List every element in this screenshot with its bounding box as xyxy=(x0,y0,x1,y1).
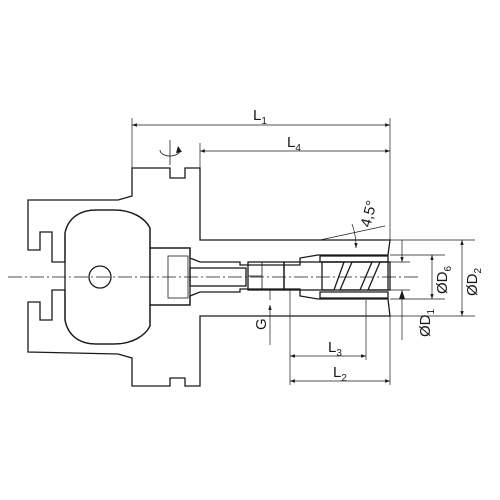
label-g: G xyxy=(253,318,270,330)
dimension-l2: L2 xyxy=(290,316,391,385)
spiral-grooves xyxy=(319,255,389,299)
coolant-tube xyxy=(149,247,191,306)
dimension-angle: 4,5° xyxy=(319,199,386,249)
dimension-l3: L3 xyxy=(289,290,367,385)
dimension-l4: L4 xyxy=(199,134,390,168)
holder-body-upper xyxy=(27,167,391,266)
tool-holder-section xyxy=(27,167,391,387)
dimension-d2: ØD2 xyxy=(390,239,484,317)
label-l4: L4 xyxy=(287,134,301,154)
set-screw-thread xyxy=(261,261,285,291)
label-angle: 4,5° xyxy=(357,199,380,229)
label-l1: L1 xyxy=(253,107,267,127)
label-l2: L2 xyxy=(333,364,347,384)
label-d2: ØD2 xyxy=(464,268,484,297)
coolant-hole xyxy=(88,265,112,289)
dimension-g: G xyxy=(253,290,272,345)
dimension-d1: ØD1 xyxy=(390,240,437,340)
label-d6: ØD6 xyxy=(434,266,454,295)
label-l3: L3 xyxy=(328,339,342,359)
rotation-arrow-icon xyxy=(159,140,182,165)
inner-bore xyxy=(64,209,151,345)
label-d1: ØD1 xyxy=(417,309,437,338)
dimension-l1: L1 xyxy=(131,107,391,240)
